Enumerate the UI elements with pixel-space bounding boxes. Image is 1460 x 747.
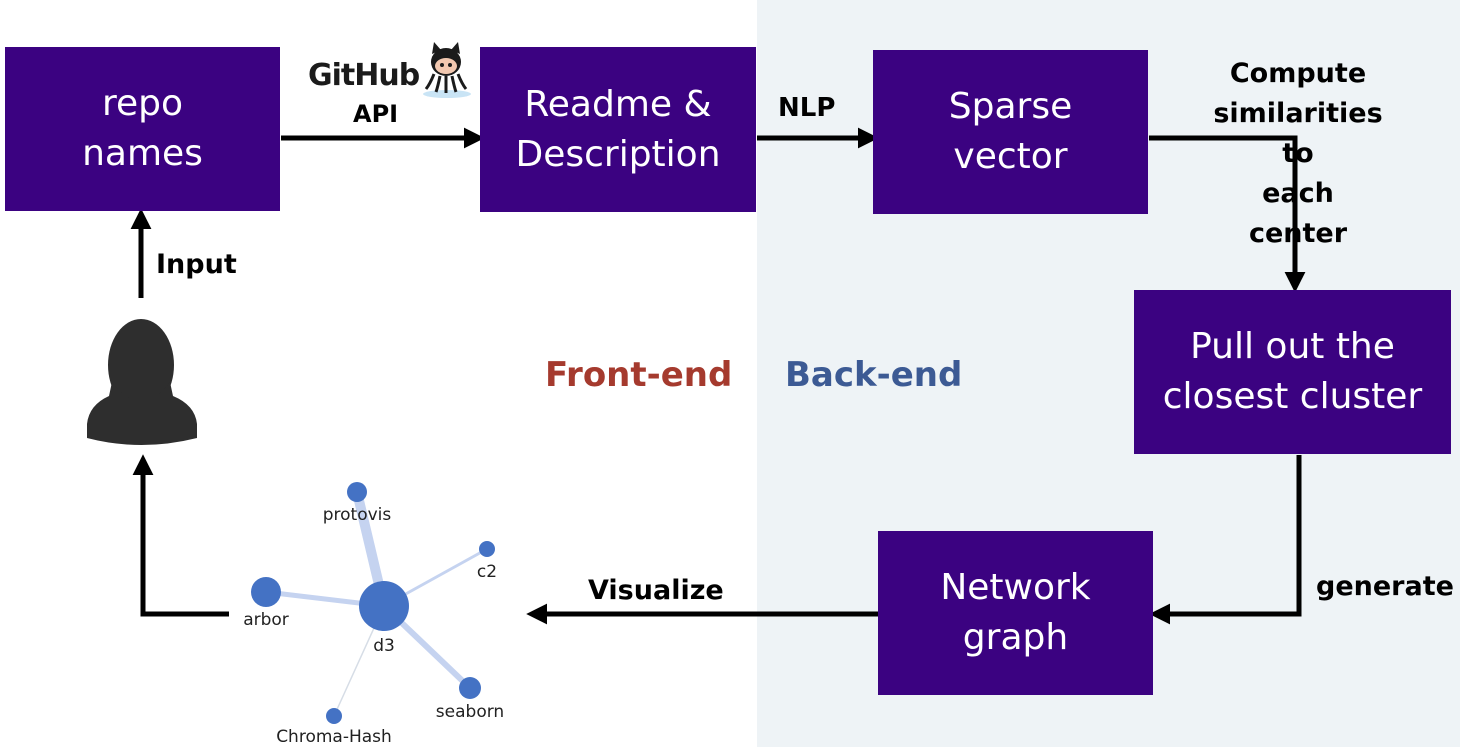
api-label: API — [353, 100, 399, 128]
frontend-label: Front-end — [545, 355, 733, 395]
graph-node — [326, 708, 342, 724]
backend-label: Back-end — [785, 355, 963, 395]
graph-node — [347, 482, 367, 502]
readme-description-box: Readme & Description — [480, 47, 756, 212]
compute-similarities-label: Compute similarities to each center — [1213, 58, 1383, 249]
network-graph-illustration: protovis c2 arbor d3 seaborn Chroma-Hash — [243, 482, 504, 747]
graph-node-label: seaborn — [436, 702, 504, 722]
visualize-label: Visualize — [588, 575, 724, 606]
graph-node — [459, 677, 481, 699]
graph-node-label: Chroma-Hash — [276, 727, 392, 747]
network-graph-box: Network graph — [878, 531, 1153, 695]
graph-node — [251, 577, 281, 607]
repo-names-box: repo names — [5, 47, 280, 211]
graph-node-label: arbor — [243, 610, 289, 630]
sparse-vector-box: Sparse vector — [873, 50, 1148, 214]
arrow-visual-to-user — [132, 454, 229, 617]
arrow-sparse-to-cluster — [1149, 135, 1306, 293]
octocat-icon — [423, 42, 471, 98]
closest-cluster-box: Pull out the closest cluster — [1134, 290, 1451, 454]
graph-node-label: c2 — [477, 562, 497, 582]
nlp-label: NLP — [778, 93, 836, 123]
input-label: Input — [156, 249, 237, 280]
github-logo: GitHub — [308, 58, 420, 93]
generate-label: generate — [1316, 571, 1454, 602]
arrow-cluster-to-network — [1149, 455, 1302, 625]
graph-node — [479, 541, 495, 557]
user-icon — [87, 319, 197, 445]
graph-node — [359, 581, 409, 631]
graph-node-label: protovis — [323, 505, 392, 525]
graph-node-label: d3 — [373, 636, 395, 656]
